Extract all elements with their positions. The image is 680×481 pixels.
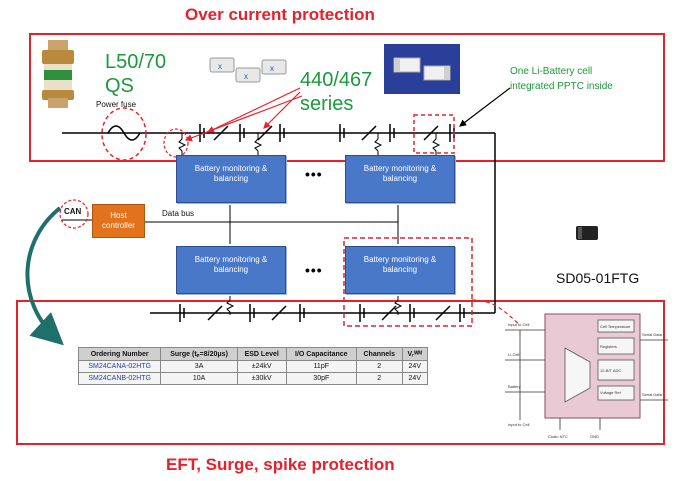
cell-channels: 2 xyxy=(355,360,403,373)
col-surge: Surge (tₚ=8/20μs) xyxy=(160,347,238,361)
cell-channels: 2 xyxy=(355,372,403,385)
svg-text:Input to Cell: Input to Cell xyxy=(508,422,529,427)
title-over-current: Over current protection xyxy=(185,5,375,24)
svg-text:x: x xyxy=(218,62,222,71)
col-io-capacitance: I/O Capacitance xyxy=(285,347,357,361)
col-channels: Channels xyxy=(355,347,403,361)
cell-surge: 10A xyxy=(160,372,238,385)
svg-text:x: x xyxy=(270,64,274,73)
col-vrwm: Vᵣᵂᴹ xyxy=(401,347,429,361)
cell-esd: ±24kV xyxy=(236,360,287,373)
can-label: CAN xyxy=(64,207,82,216)
cell-capacitance: 30pF xyxy=(285,372,357,385)
cell-vrwm: 24V xyxy=(401,372,429,385)
spec-table: Ordering Number Surge (tₚ=8/20μs) ESD Le… xyxy=(77,347,429,385)
ellipsis-top: ••• xyxy=(305,166,323,182)
bm-box-line2: balancing xyxy=(382,265,418,274)
series-label-line2: series xyxy=(300,93,354,115)
cell-capacitance: 11pF xyxy=(285,360,357,373)
svg-text:Input to Cell: Input to Cell xyxy=(508,322,529,327)
svg-text:GND: GND xyxy=(590,434,599,439)
svg-text:x: x xyxy=(244,72,248,81)
host-line2: controller xyxy=(102,221,135,230)
power-fuse-photo xyxy=(42,40,74,108)
series-label-line1: 440/467 xyxy=(300,69,373,91)
bm-box-line1: Battery monitoring & xyxy=(194,255,268,264)
svg-text:Chain NTC: Chain NTC xyxy=(548,434,568,439)
cell-vrwm: 24V xyxy=(401,360,429,373)
bm-box-line2: balancing xyxy=(213,174,249,183)
ellipsis-bottom: ••• xyxy=(305,262,323,278)
svg-text:Serial Data: Serial Data xyxy=(642,392,663,397)
col-ordering-number: Ordering Number xyxy=(77,347,162,361)
eft-surge-frame xyxy=(16,300,665,445)
bm-box-line1: Battery monitoring & xyxy=(363,164,437,173)
cell-esd: ±30kV xyxy=(236,372,287,385)
bm-box-top-right: Battery monitoring & balancing xyxy=(345,155,455,203)
table-row: SM24CANA-02HTG 3A ±24kV 11pF 2 24V xyxy=(77,360,429,373)
table-row: SM24CANB-02HTG 10A ±30kV 30pF 2 24V xyxy=(77,372,429,385)
bm-box-top-left: Battery monitoring & balancing xyxy=(176,155,286,203)
svg-text:Li-Cell: Li-Cell xyxy=(508,352,519,357)
bm-box-line2: balancing xyxy=(382,174,418,183)
power-fuse-label: Power fuse xyxy=(96,100,137,109)
host-controller-box: Host controller xyxy=(92,204,145,238)
cell-surge: 3A xyxy=(160,360,238,373)
svg-text:Voltage Ref: Voltage Ref xyxy=(600,390,622,395)
spec-table-header-row: Ordering Number Surge (tₚ=8/20μs) ESD Le… xyxy=(77,347,429,361)
l50-label-line1: L50/70 xyxy=(105,51,167,73)
col-esd-level: ESD Level xyxy=(236,347,287,361)
bm-box-line2: balancing xyxy=(213,265,249,274)
smd-fuse-photo-1: x x x xyxy=(209,57,287,83)
bm-box-line1: Battery monitoring & xyxy=(363,255,437,264)
host-line1: Host xyxy=(110,211,127,220)
bm-box-line1: Battery monitoring & xyxy=(194,164,268,173)
l50-label-line2: QS xyxy=(105,75,134,97)
cell-part-number: SM24CANB-02HTG xyxy=(77,372,162,385)
liion-label-line2: integrated PPTC inside xyxy=(510,81,613,92)
svg-text:12-BIT ADC: 12-BIT ADC xyxy=(600,368,621,373)
svg-text:Serial Data: Serial Data xyxy=(642,332,663,337)
data-bus-label: Data bus xyxy=(162,209,195,218)
svg-text:Cell Temperature: Cell Temperature xyxy=(600,324,631,329)
liion-label-line1: One Li-Battery cell xyxy=(510,66,593,77)
svg-text:Battery: Battery xyxy=(508,384,521,389)
sd05-label: SD05-01FTG xyxy=(556,270,640,286)
cell-part-number: SM24CANA-02HTG xyxy=(77,360,162,373)
sd05-package-photo xyxy=(576,226,598,240)
bm-box-bottom-left: Battery monitoring & balancing xyxy=(176,246,286,294)
smd-fuse-photo-2 xyxy=(384,44,460,94)
title-eft-surge: EFT, Surge, spike protection xyxy=(166,455,395,474)
bm-box-bottom-right: Battery monitoring & balancing xyxy=(345,246,455,294)
svg-text:Registers: Registers xyxy=(600,344,617,349)
